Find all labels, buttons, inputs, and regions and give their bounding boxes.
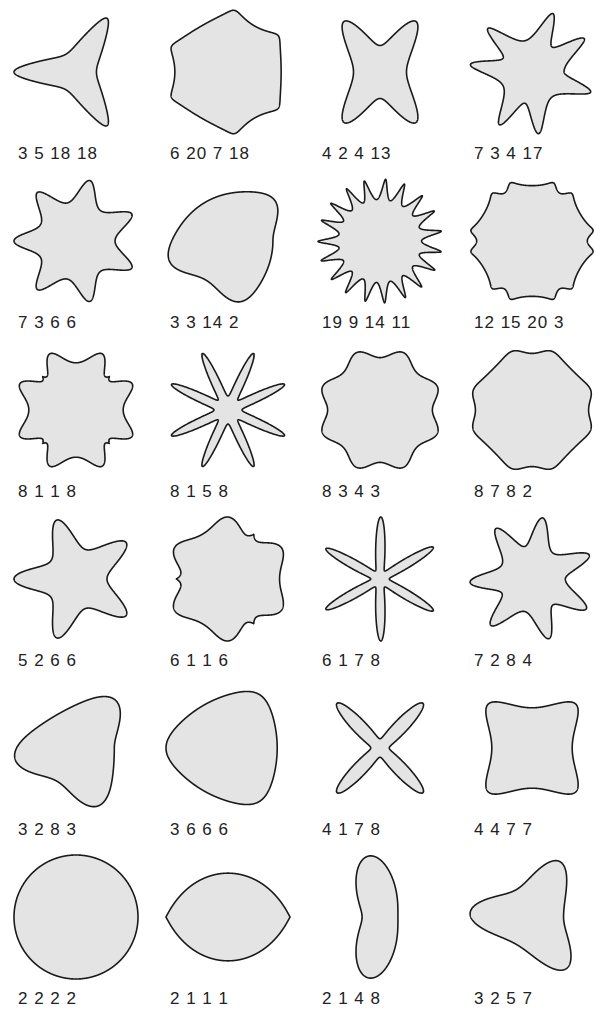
superformula-shape [342, 21, 418, 123]
superformula-shape [471, 183, 593, 300]
parameter-label: 6 1 1 6 [170, 651, 229, 671]
superformula-shape [171, 10, 281, 133]
superformula-shape [470, 14, 590, 134]
parameter-label: 7 3 6 6 [18, 313, 77, 333]
parameter-label: 7 3 4 17 [474, 144, 543, 164]
parameter-label: 8 1 5 8 [170, 482, 229, 502]
parameter-label: 8 7 8 2 [474, 482, 533, 502]
superformula-shape [336, 703, 423, 793]
parameter-label: 4 2 4 13 [322, 144, 391, 164]
parameter-label: 6 1 7 8 [322, 651, 381, 671]
parameter-label: 4 4 7 7 [474, 820, 533, 840]
superformula-shape [14, 18, 108, 126]
parameter-label: 2 1 4 8 [322, 989, 381, 1009]
parameter-label: 3 2 8 3 [18, 820, 77, 840]
parameter-label: 3 6 6 6 [170, 820, 229, 840]
parameter-label: 3 3 14 2 [170, 313, 239, 333]
superformula-shape [486, 702, 578, 794]
superformula-shape [473, 351, 592, 470]
superformula-shape [15, 697, 121, 807]
superformula-shape [356, 856, 398, 978]
parameter-label: 3 2 5 7 [474, 989, 533, 1009]
parameter-label: 2 1 1 1 [170, 989, 229, 1009]
parameter-label: 19 9 14 11 [322, 313, 411, 333]
parameter-label: 8 3 4 3 [322, 482, 381, 502]
superformula-shape [168, 192, 278, 302]
superformula-shape [318, 179, 441, 303]
superformula-shape [470, 861, 571, 971]
superformula-shape [19, 353, 132, 466]
superformula-shape [166, 873, 290, 961]
superformula-shape [173, 517, 283, 641]
superformula-shape [166, 691, 277, 804]
superformula-shape [14, 180, 132, 301]
parameter-label: 8 1 1 8 [18, 482, 77, 502]
superformula-shape [171, 353, 284, 466]
superformula-shape [14, 855, 138, 979]
parameter-label: 6 20 7 18 [170, 144, 250, 164]
parameter-label: 4 1 7 8 [322, 820, 381, 840]
parameter-label: 2 2 2 2 [18, 989, 77, 1009]
superformula-shape [14, 520, 127, 638]
parameter-label: 12 15 20 3 [474, 313, 564, 333]
superformula-shape [326, 517, 434, 641]
parameter-label: 7 2 8 4 [474, 651, 533, 671]
parameter-label: 5 2 6 6 [18, 651, 77, 671]
parameter-label: 3 5 18 18 [18, 144, 98, 164]
superformula-shape [470, 518, 589, 639]
superformula-shape [322, 352, 438, 468]
